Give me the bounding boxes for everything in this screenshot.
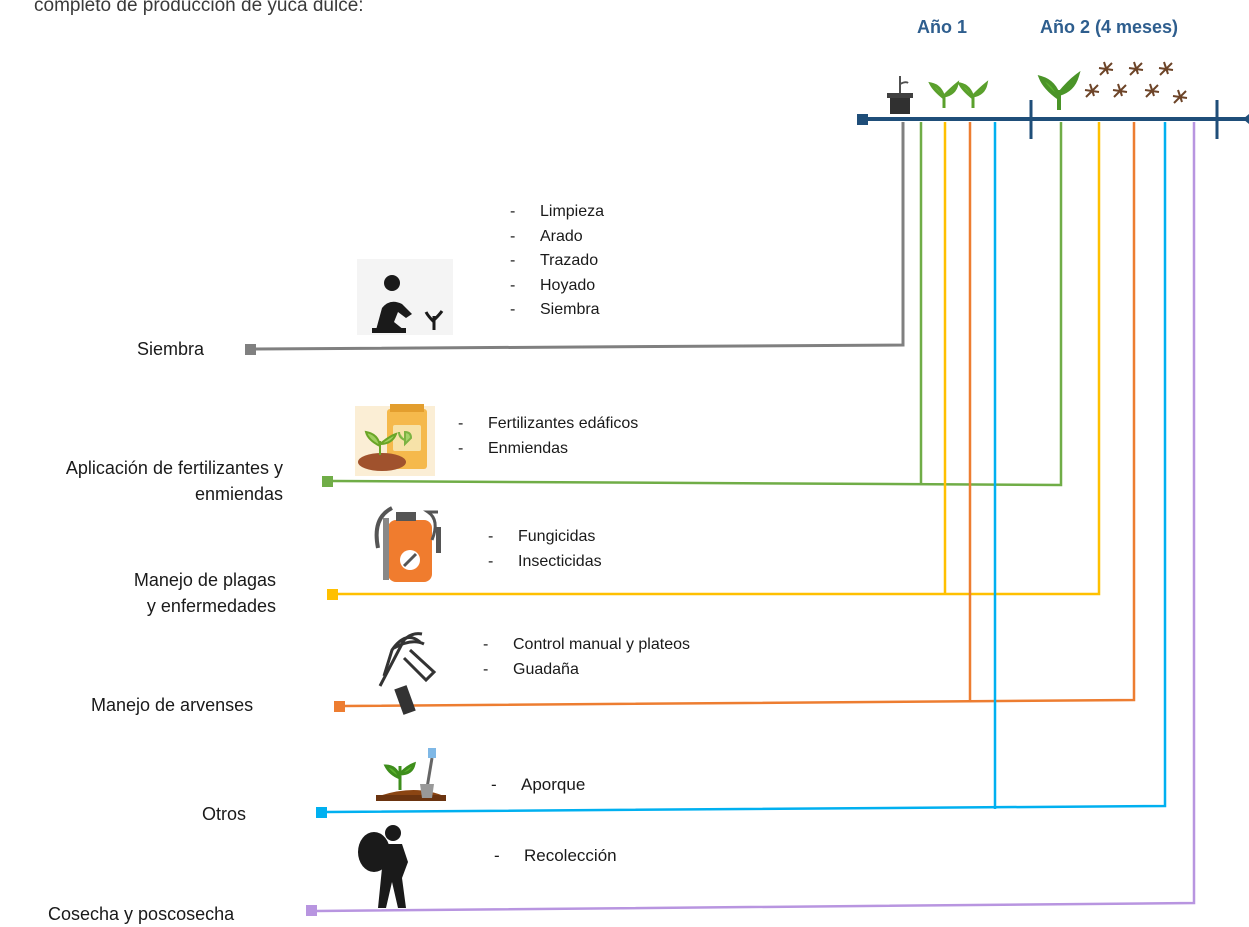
task-item: Arado (510, 225, 604, 250)
connector-plagas (327, 122, 1101, 600)
task-item: Siembra (510, 298, 604, 323)
stage-label-arvenses: Manejo de arvenses (91, 695, 254, 715)
seedling-icon (928, 80, 960, 108)
connector-fertilizantes (322, 122, 1063, 487)
intro-text: completo de producción de yuca dulce: (34, 0, 364, 16)
task-item: Aporque (491, 772, 585, 798)
timeline-axis (857, 100, 1249, 139)
machete-icon (378, 632, 437, 715)
task-item: Fertilizantes edáficos (458, 412, 638, 437)
task-item: Enmiendas (458, 437, 638, 462)
task-item: Hoyado (510, 274, 604, 299)
tasks-arvenses: Control manual y plateos Guadaña (483, 633, 690, 682)
task-item: Guadaña (483, 658, 690, 683)
connector-cosecha (306, 122, 1196, 916)
sprayer-icon (374, 506, 441, 582)
task-item: Trazado (510, 249, 604, 274)
task-item: Insecticidas (488, 550, 602, 575)
stage-label-siembra: Siembra (137, 339, 205, 359)
year-2-label: Año 2 (4 meses) (1040, 17, 1179, 37)
tasks-plagas: Fungicidas Insecticidas (488, 525, 602, 574)
tasks-otros: Aporque (491, 772, 585, 798)
harvester-sack-icon (358, 825, 408, 908)
fertilizer-bag-icon (355, 404, 435, 476)
task-item: Recolección (494, 843, 617, 869)
harvested-cassava-icon (1084, 61, 1188, 104)
task-item: Limpieza (510, 200, 604, 225)
young-plant-icon (1037, 70, 1081, 110)
tasks-fertilizantes: Fertilizantes edáficos Enmiendas (458, 412, 638, 461)
task-item: Fungicidas (488, 525, 602, 550)
person-planting-icon (357, 259, 453, 335)
connector-arvenses (334, 122, 1136, 712)
planting-pot-icon (887, 76, 913, 114)
shovel-seedling-icon (376, 748, 446, 801)
tasks-cosecha: Recolección (494, 843, 617, 869)
year-1-label: Año 1 (917, 17, 968, 37)
connector-otros (316, 122, 1167, 818)
connector-siembra (245, 122, 905, 355)
task-item: Control manual y plateos (483, 633, 690, 658)
seedling-icon (957, 80, 989, 108)
tasks-siembra: Limpieza Arado Trazado Hoyado Siembra (510, 200, 604, 323)
stage-label-otros: Otros (202, 804, 247, 824)
stage-label-cosecha: Cosecha y poscosecha (48, 904, 235, 924)
